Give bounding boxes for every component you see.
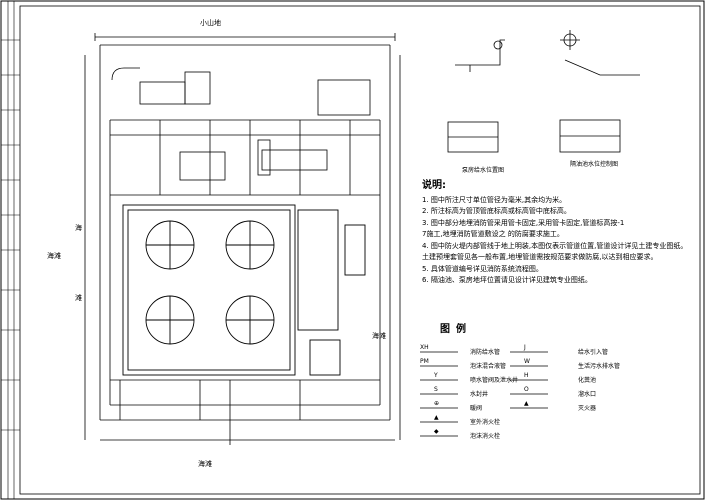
notes-line: 4. 图中防火堤内部管线于地上明装,本图仅表示管道位置,管道设计详见土建专业图纸… [422,241,688,250]
legend-code: XH [420,344,429,351]
legend-label: 水封井 [470,391,489,398]
legend-label: 泡沫混合液管 [470,363,507,370]
legend-code: ◆ [434,428,439,435]
legend-code: H [524,372,529,379]
notes-line: 土建预埋套管见各一般布置,地埋管道需按规范要求做防腐,以达到相应要求。 [422,253,658,261]
right-road-label: 海滩 [372,331,386,340]
legend-label: 室外消火栓 [470,419,501,426]
legend-label: 化粪池 [578,377,597,384]
legend-code: ▲ [434,414,439,421]
legend-code: W [524,358,530,365]
notes-line: 5. 具体管道编号详见消防系统流程图。 [422,264,543,273]
left-road-label-3: 滩 [75,293,82,302]
legend-label: 暖阀 [470,405,483,412]
detail-caption-1: 泵房给水位置图 [462,166,504,174]
legend-label: 灭火器 [578,405,597,412]
tank-farm [122,204,366,376]
legend-code: S [434,386,438,393]
legend-code: O [524,386,529,393]
legend-code: J [524,344,526,351]
legend-label: 泡沫消火栓 [470,433,501,440]
notes-line: 6. 隔油池、泵房地坪位置请见设计详见建筑专业图纸。 [422,276,592,284]
legend-code: ⊕ [434,400,440,407]
notes-block: 说明: 1. 图中所注尺寸单位管径为毫米,其余均为米。 2. 所注标高为管顶管底… [422,180,700,287]
notes-line: 7施工,地埋消防管道敷设之 的防腐要求施工。 [422,230,564,238]
legend-label: 生活污水排水管 [578,363,621,370]
legend-code: PM [420,358,429,365]
legend-label: 喷水管阀及泄水井 [470,377,519,384]
legend-symbols [420,351,548,437]
notes-line: 3. 图中部分地埋消防管采用管卡固定,采用管卡固定,管道标高按-1 [422,218,625,227]
legend-label: 消防给水管 [470,349,501,356]
bottom-road-label: 海滩 [198,459,212,468]
detail-drawings [447,30,640,153]
notes-line: 1. 图中所注尺寸单位管径为毫米,其余均为米。 [422,195,567,204]
top-road-label: 小山地 [200,18,221,27]
notes-line: 2. 所注标高为管顶管底标高或标高管中底标高。 [422,207,571,215]
left-road-label-2: 海 [75,223,82,232]
legend-code: ▲ [524,400,529,407]
notes-heading: 说明: [422,180,446,191]
site-plan [84,33,401,445]
legend-label: 溜水口 [578,391,597,398]
legend-code: Y [434,372,438,379]
left-road-label-1: 海滩 [47,251,61,260]
title-strip [1,1,20,499]
detail-caption-2: 隔油池水位控制图 [570,160,618,168]
legend-label: 给水引入管 [578,349,609,356]
legend-title: 图例 [440,324,472,335]
